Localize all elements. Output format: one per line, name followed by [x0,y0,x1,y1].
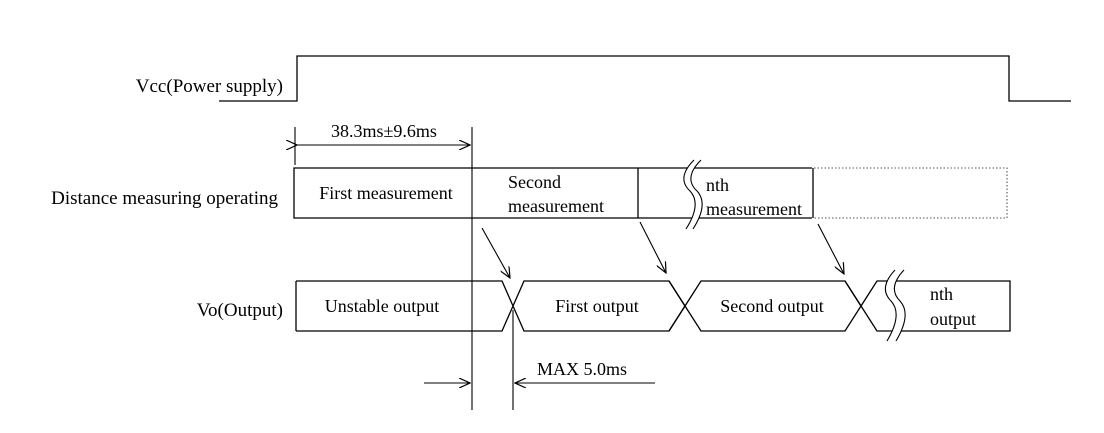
first-output-label: First output [555,296,639,316]
unstable-output-label: Unstable output [325,296,440,316]
vcc-waveform [219,55,1071,102]
nth-output-label-1: nth [930,284,953,304]
vcc-label: Vcc(Power supply) [136,76,283,97]
transition-arrow-2 [639,221,666,273]
output-waveform-c [844,280,1011,332]
nth-measurement-label-1: nth [706,175,729,195]
nth-output-label-2: output [930,309,976,329]
future-measurement-dotted-box [814,167,1008,219]
distance-label: Distance measuring operating [51,188,278,209]
period-label: 38.3ms±9.6ms [331,121,437,141]
first-measurement-label: First measurement [319,183,452,203]
vo-label: Vo(Output) [197,300,283,321]
max-delay-label: MAX 5.0ms [537,359,627,379]
nth-measurement-label-2: measurement [706,199,802,219]
transition-arrow-3 [817,223,844,274]
second-measurement-label-2: measurement [508,196,604,216]
output-break-icon [884,269,897,342]
output-break-icon-2 [893,269,906,342]
measurement-frame [293,167,812,219]
second-output-label: Second output [720,296,824,316]
second-measurement-label-1: Second [508,172,561,192]
measurement-break-icon-2 [690,159,703,230]
output-break-gap [885,270,906,341]
transition-arrow-1 [481,227,510,278]
measurement-break-icon [683,159,696,230]
